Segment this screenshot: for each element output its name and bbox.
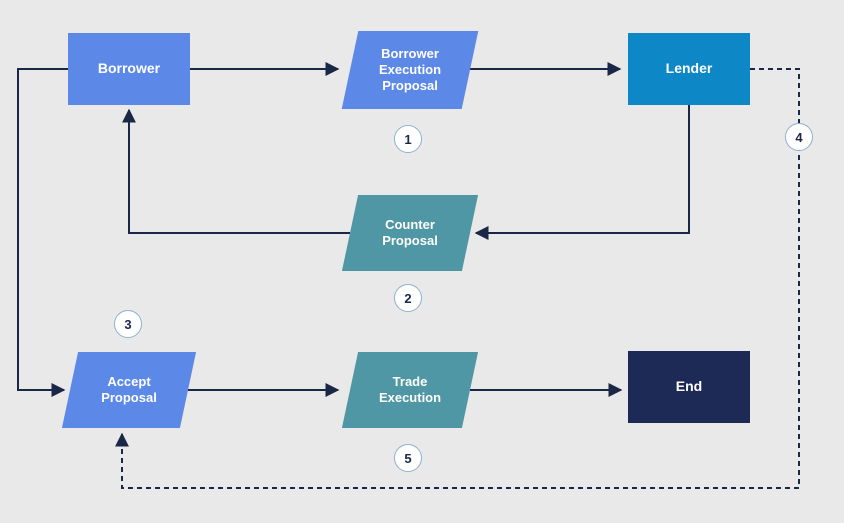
node-end[interactable]: End [628, 351, 750, 423]
step-badge-2-label: 2 [404, 290, 412, 306]
arrow-dashed-lender-to-accept-proposal [115, 68, 800, 489]
step-badge-2: 2 [394, 284, 422, 312]
step-badge-5-label: 5 [404, 450, 412, 466]
node-trade-execution-label: Trade Execution [378, 373, 442, 405]
node-accept-proposal-label: Accept Proposal [101, 373, 157, 405]
node-borrower[interactable]: Borrower [68, 33, 190, 105]
node-borrower-label: Borrower [97, 60, 161, 77]
arrow-borrower-to-accept-proposal [17, 68, 68, 397]
node-lender[interactable]: Lender [628, 33, 750, 105]
node-lender-label: Lender [665, 60, 713, 77]
node-end-label: End [675, 378, 703, 395]
node-accept-proposal[interactable]: Accept Proposal [70, 352, 188, 428]
arrow-counter-proposal-to-borrower [122, 108, 350, 234]
step-badge-1-label: 1 [404, 131, 412, 147]
arrow-lender-to-counter-proposal [474, 105, 690, 240]
step-badge-4: 4 [785, 123, 813, 151]
step-badge-1: 1 [394, 125, 422, 153]
step-badge-4-label: 4 [795, 129, 803, 145]
node-borrower-execution-proposal-label: Borrower Execution Proposal [378, 45, 442, 94]
step-badge-5: 5 [394, 444, 422, 472]
step-badge-3-label: 3 [124, 316, 132, 332]
node-counter-proposal-label: Counter Proposal [382, 216, 438, 248]
node-borrower-execution-proposal[interactable]: Borrower Execution Proposal [350, 31, 470, 109]
node-trade-execution[interactable]: Trade Execution [350, 352, 470, 428]
step-badge-3: 3 [114, 310, 142, 338]
node-counter-proposal[interactable]: Counter Proposal [350, 195, 470, 271]
